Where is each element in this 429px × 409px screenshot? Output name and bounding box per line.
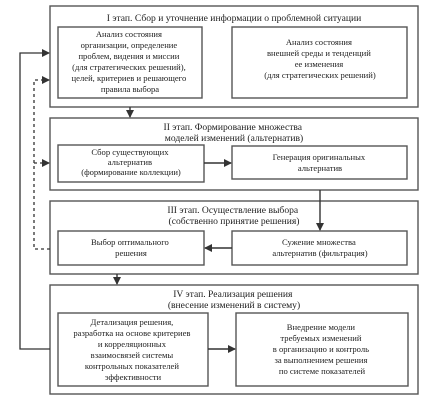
stage-1-right-box [231,26,408,99]
stage-3-left-box-text: Выбор оптимального решения [91,237,171,258]
stage-1-title: I этап. Сбор и уточнение информации о пр… [107,13,362,24]
stage-3-right-box [231,230,408,266]
stage-2-right-box [231,145,408,180]
stage-4-right-box-text: Внедрение модели требуемых изменений в о… [273,322,371,376]
stage-3-left-box [57,230,205,266]
stage-3-right-box-text: Сужение множества альтернатив (фильтраци… [272,237,367,258]
stage-1-left-box-text: Анализ состояния организации, определени… [72,29,189,94]
stage-2-left-box-text: Сбор существующих альтернатив (формирова… [81,147,181,177]
feedback-line-solid [19,49,50,350]
stage-1-right-box-text: Анализ состояния внешней среды и тенденц… [264,37,376,80]
stage-4-right-box [235,312,409,387]
feedback-line-dashed [33,76,50,250]
stage-3-title: III этап. Осуществление выбора (собствен… [167,205,300,227]
stage-2-title: II этап. Формирование множества моделей … [164,122,305,144]
stage-2-right-box-text: Генерация оригинальных альтернатив [273,152,368,173]
stage-4-left-box [57,312,209,387]
stage-2-left-box [57,144,205,183]
stage-4-title: IV этап. Реализация решения (внесение из… [168,289,300,311]
stage-4-left-box-text: Детализация решения, разработка на основ… [73,317,192,382]
stage-1-left-box [57,26,203,99]
